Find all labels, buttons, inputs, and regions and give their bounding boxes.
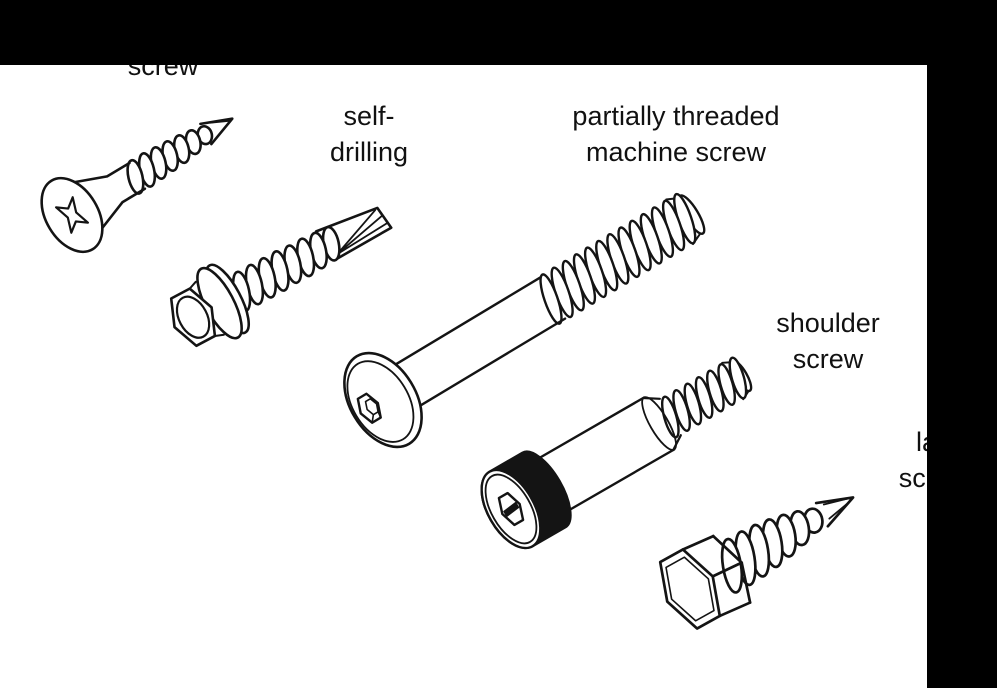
partially-threaded-machine-screw-illustration	[343, 192, 706, 449]
phillips-cross	[54, 196, 90, 234]
hex-head-face	[658, 548, 722, 630]
label-line: shoulder	[776, 308, 880, 338]
self-drilling-screw-illustration	[169, 206, 393, 348]
label-self-drilling: self- drilling	[330, 98, 408, 170]
wood-screw-illustration	[40, 117, 234, 254]
label-line: self-	[343, 101, 395, 131]
button-head	[343, 351, 423, 449]
label-shoulder-screw: shoulder screw	[776, 305, 880, 377]
label-line: machine screw	[585, 137, 767, 167]
label-line: screw	[792, 344, 864, 374]
top-black-bar	[0, 0, 997, 65]
label-line: drilling	[329, 137, 409, 167]
right-black-bar	[927, 0, 997, 688]
label-machine-screw: partially threaded machine screw	[572, 98, 779, 170]
shoulder-screw-illustration	[480, 356, 753, 550]
lag-screw-illustration	[658, 496, 855, 630]
label-line: partially threaded	[572, 101, 780, 131]
